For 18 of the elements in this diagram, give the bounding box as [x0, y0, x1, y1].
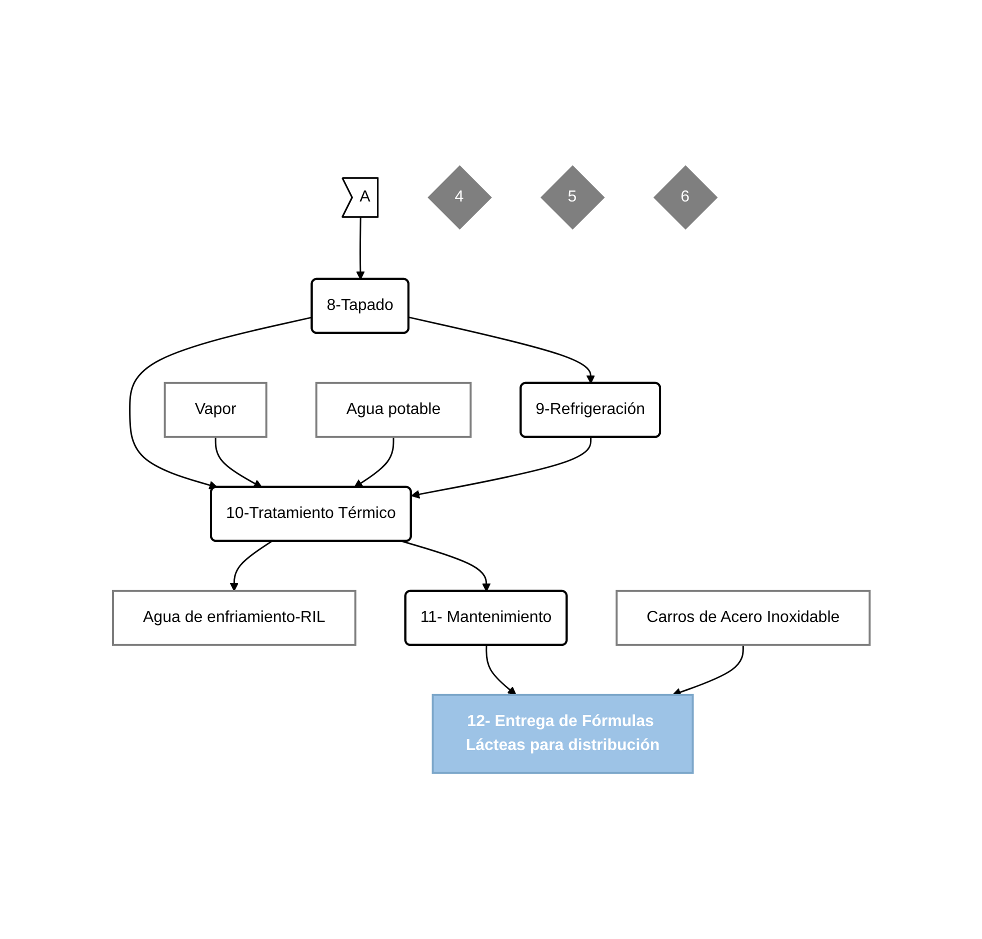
- node-box: Carros de Acero Inoxidable: [615, 590, 870, 646]
- arrow: [356, 217, 364, 280]
- arrow: [410, 437, 592, 499]
- arrow: [128, 316, 312, 490]
- node-box: 12- Entrega de Fórmulas Lácteas para distribución: [431, 694, 694, 774]
- node-box: Vapor: [164, 382, 267, 438]
- arrow: [214, 436, 262, 488]
- arrow: [408, 316, 595, 384]
- arrow: [229, 540, 272, 592]
- arrow: [354, 436, 394, 488]
- node-box: Agua de enfriamiento-RIL: [112, 590, 356, 646]
- arrow: [485, 645, 516, 696]
- node-box: Agua potable: [315, 382, 472, 438]
- arrow: [402, 540, 490, 592]
- arrow: [672, 644, 744, 696]
- node-diamond: 4: [427, 165, 492, 230]
- node-diamond: 5: [540, 165, 604, 230]
- node-diamond: 6: [653, 165, 718, 230]
